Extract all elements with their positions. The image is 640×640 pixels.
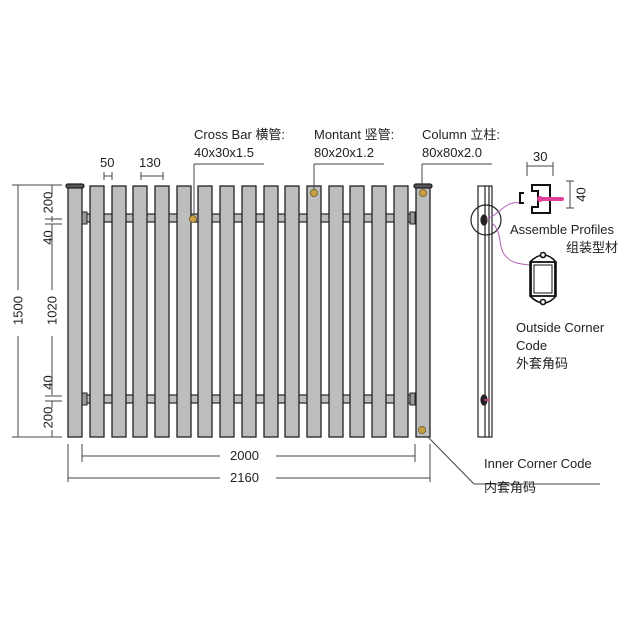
assemble-profiles-label: Assemble Profiles	[510, 222, 615, 237]
bar-brackets	[81, 211, 416, 406]
total-width-dim: 2160	[230, 470, 259, 485]
picket-width-dim: 50	[100, 155, 115, 170]
total-height-dim: 1500	[10, 296, 26, 325]
cross-bar-spec: 40x30x1.5	[194, 145, 254, 160]
bar-height-bottom-dim: 40	[40, 375, 56, 390]
mid-span-dim: 1020	[44, 296, 60, 325]
assemble-profile	[519, 184, 551, 214]
outside-corner-cn-label: 外套角码	[516, 356, 569, 371]
picket-pitch-dim: 130	[139, 155, 161, 170]
columns	[65, 183, 433, 438]
column-title: Column 立柱:	[422, 127, 501, 142]
bottom-offset-dim: 200	[40, 406, 56, 429]
inner-width-dim: 2000	[230, 448, 259, 463]
column-spec: 80x80x2.0	[422, 145, 482, 160]
inner-corner-label: Inner Corner Code	[484, 456, 592, 471]
pickets	[89, 185, 409, 438]
assemble-profiles-cn-label: 组装型材	[566, 240, 619, 255]
cross-bar-title: Cross Bar 横管:	[194, 127, 286, 142]
bar-height-top-dim: 40	[40, 230, 56, 245]
outside-corner-label-2: Code	[516, 338, 548, 353]
profile-height-dim: 40	[573, 187, 589, 202]
inner-corner-cn-label: 内套角码	[484, 480, 537, 495]
outside-corner-label-1: Outside Corner	[516, 320, 605, 335]
profile-width-dim: 30	[533, 149, 548, 164]
outside-corner-code	[529, 251, 557, 306]
corner-code-dots	[189, 189, 427, 434]
montant-title: Montant 竖管:	[314, 127, 395, 142]
top-offset-dim: 200	[40, 191, 56, 214]
montant-spec: 80x20x1.2	[314, 145, 374, 160]
